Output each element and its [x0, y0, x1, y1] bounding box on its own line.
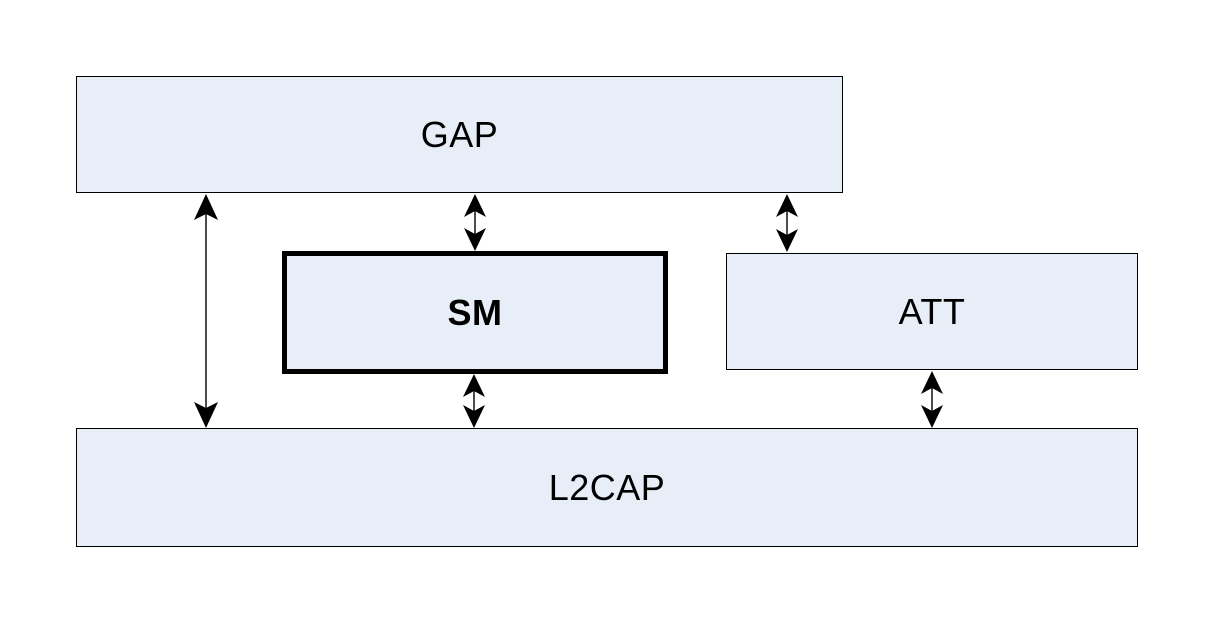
- node-sm: SM: [282, 251, 668, 374]
- arrow-att-l2cap: [921, 371, 943, 428]
- arrow-gap-att: [776, 194, 798, 252]
- arrow-gap-sm: [464, 194, 486, 251]
- arrow-gap-l2cap: [194, 194, 218, 428]
- node-l2cap: L2CAP: [76, 428, 1138, 547]
- node-gap: GAP: [76, 76, 843, 193]
- node-l2cap-label: L2CAP: [548, 466, 666, 508]
- node-att-label: ATT: [898, 290, 966, 332]
- arrow-sm-l2cap: [463, 374, 485, 428]
- node-gap-label: GAP: [420, 113, 499, 155]
- node-att: ATT: [726, 253, 1138, 370]
- node-sm-label: SM: [447, 291, 503, 333]
